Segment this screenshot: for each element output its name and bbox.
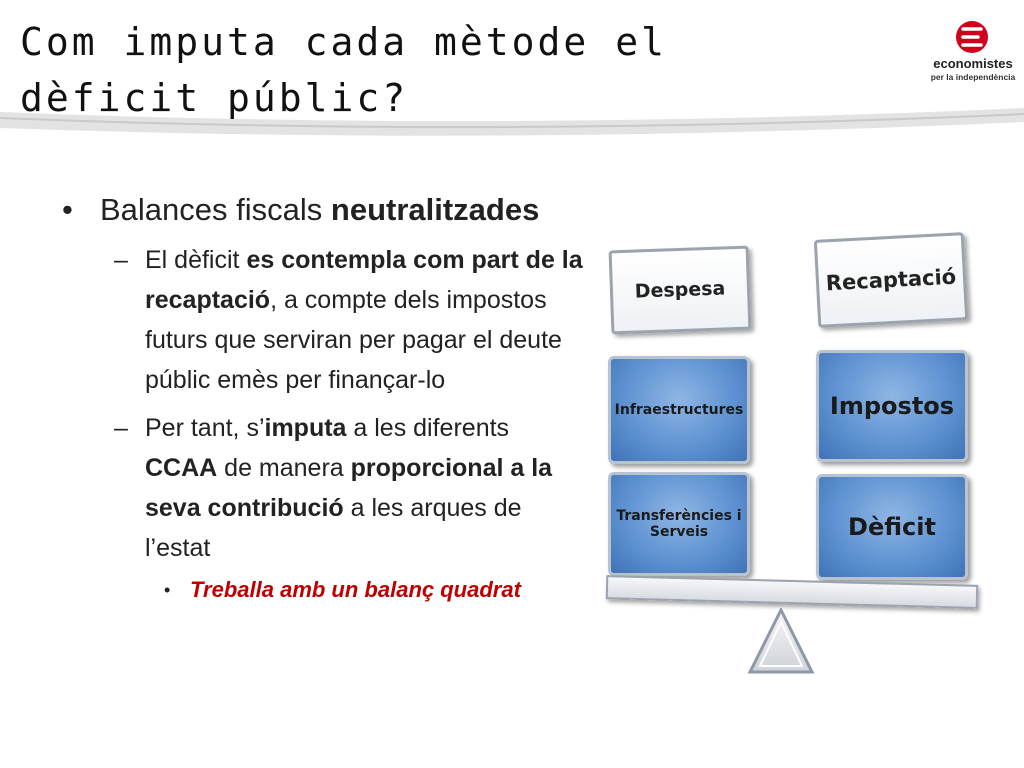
- box-despesa: Despesa: [608, 245, 752, 335]
- item2-text3: de manera: [217, 454, 351, 482]
- page-title: Com imputa cada mètode el dèficit públic…: [20, 14, 880, 126]
- item2-text1: Per tant, s’: [145, 414, 265, 442]
- bullet-level1: • Balances fiscals neutralitzades: [56, 188, 616, 232]
- sub-bullet-text: Treballa amb un balanç quadrat: [190, 577, 521, 602]
- fulcrum-triangle-icon: [747, 608, 815, 674]
- item1-bold1: es contempla com part de la recaptació: [145, 246, 583, 314]
- logo: economistes per la independència: [930, 20, 1016, 84]
- dash-icon: –: [114, 246, 128, 274]
- balance-diagram: Despesa Recaptació Infraestructures Impo…: [596, 228, 1016, 688]
- box-deficit: Dèficit: [816, 474, 968, 580]
- bullet-level3: • Treballa amb un balanç quadrat: [56, 570, 616, 610]
- l1-text: Balances fiscals: [100, 192, 331, 227]
- slide-content: • Balances fiscals neutralitzades – El d…: [56, 188, 616, 610]
- item2-text2: a les diferents: [346, 414, 510, 442]
- dash-icon: –: [114, 414, 128, 442]
- title-area: Com imputa cada mètode el dèficit públic…: [0, 0, 1024, 150]
- logo-mark-icon: [956, 21, 988, 53]
- item2-text4: a les arques de l’estat: [145, 494, 522, 562]
- box-infraestructures: Infraestructures: [608, 356, 750, 464]
- bullet-dot-icon: •: [62, 192, 73, 227]
- logo-name: economistes: [933, 56, 1013, 71]
- logo-subtitle: per la independència: [930, 72, 1016, 82]
- title-line-2: dèficit públic?: [20, 76, 409, 120]
- item2-bold2: CCAA: [145, 454, 218, 482]
- l1-bold: neutralitzades: [330, 192, 540, 227]
- item2-bold1: imputa: [264, 414, 347, 442]
- box-impostos: Impostos: [816, 350, 968, 462]
- title-line-1: Com imputa cada mètode el: [20, 20, 667, 64]
- item1-text2: , a compte dels impostos futurs que serv…: [145, 286, 562, 394]
- title-swoosh-decoration: [0, 108, 1024, 136]
- box-recaptacio: Recaptació: [813, 232, 969, 328]
- bullet-level2-item2: – Per tant, s’imputa a les diferents CCA…: [56, 408, 585, 568]
- item2-bold3: proporcional a la seva contribució: [145, 454, 553, 522]
- item1-text1: El dèficit: [145, 246, 247, 274]
- bullet-dot-icon: •: [164, 580, 171, 600]
- bullet-level2-item1: – El dèficit es contempla com part de la…: [56, 240, 585, 400]
- balance-beam: [605, 575, 979, 609]
- box-transferencies: Transferències i Serveis: [608, 472, 750, 576]
